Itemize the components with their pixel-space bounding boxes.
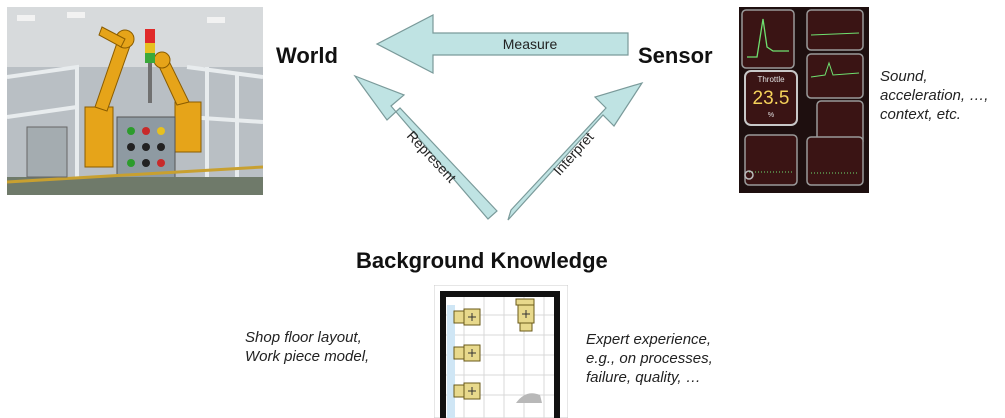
gauge-label: Throttle bbox=[757, 75, 785, 84]
interpret-label: Interpret bbox=[550, 129, 597, 179]
measure-label: Measure bbox=[503, 36, 558, 52]
world-label: World bbox=[276, 43, 338, 68]
sensor-note: Sound, acceleration, …, context, etc. bbox=[880, 68, 989, 123]
sensor-dashboard: Throttle 23.5 % bbox=[739, 7, 869, 193]
floor-layout-image bbox=[434, 285, 568, 418]
interpret-arrow bbox=[507, 81, 644, 221]
gauge-value: 23.5 bbox=[753, 88, 790, 109]
represent-arrow bbox=[353, 74, 498, 220]
shop-floor-note: Shop floor layout, Work piece model, bbox=[245, 329, 370, 365]
gauge-unit: % bbox=[768, 112, 774, 119]
measure-arrow bbox=[375, 14, 629, 74]
expert-note: Expert experience, e.g., on processes, f… bbox=[586, 331, 713, 386]
represent-label: Represent bbox=[404, 128, 460, 186]
factory-photo bbox=[7, 7, 263, 195]
background-knowledge-label: Background Knowledge bbox=[356, 248, 608, 273]
sensor-label: Sensor bbox=[638, 43, 713, 68]
